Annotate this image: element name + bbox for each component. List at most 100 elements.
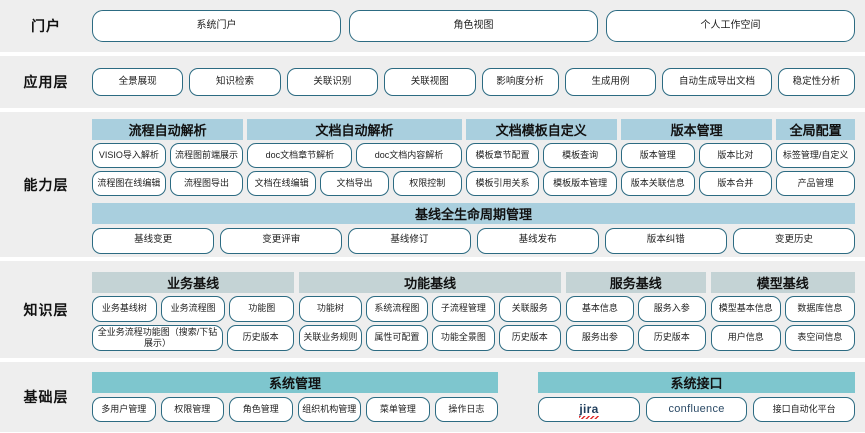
life-change-review[interactable]: 变更评审: [220, 227, 343, 254]
know-function-panorama[interactable]: 功能全景图: [432, 324, 495, 351]
know-service-basic-info[interactable]: 基本信息: [566, 295, 634, 322]
portal-item-system-portal[interactable]: 系统门户: [92, 10, 341, 42]
base-permission-mgmt[interactable]: 权限管理: [160, 397, 225, 422]
cap-template-reference-relation[interactable]: 模板引用关系: [465, 170, 540, 196]
knowledge-group-model-baseline: 模型基线 模型基本信息 数据库信息 用户信息 表空间信息: [710, 271, 855, 351]
cap-template-query[interactable]: 模板查询: [543, 142, 617, 168]
base-api-automation-platform[interactable]: 接口自动化平台: [753, 397, 855, 422]
know-tablespace-info[interactable]: 表空间信息: [784, 324, 855, 351]
foundation-group-items: jira confluence 接口自动化平台: [538, 397, 855, 422]
portal-item-personal-workspace[interactable]: 个人工作空间: [606, 10, 855, 42]
cap-version-management[interactable]: 版本管理: [620, 142, 695, 168]
cap-permission-control[interactable]: 权限控制: [392, 170, 462, 196]
know-history-version-function[interactable]: 历史版本: [498, 324, 562, 351]
capability-group-row: 版本关联信息 版本合并: [620, 170, 773, 196]
know-history-version-service[interactable]: 历史版本: [637, 324, 706, 351]
know-service-input-params[interactable]: 服务入参: [637, 295, 706, 322]
cap-version-relation-info[interactable]: 版本关联信息: [620, 170, 695, 196]
cap-template-chapter-config[interactable]: 模板章节配置: [465, 142, 540, 168]
capability-group-process-parsing: 流程自动解析 VISIO导入解析 流程图前端展示 流程图在线编辑 流程图导出: [92, 118, 244, 196]
know-user-info[interactable]: 用户信息: [710, 324, 781, 351]
cap-flowchart-online-edit[interactable]: 流程图在线编辑: [92, 170, 166, 196]
foundation-group-items: 多用户管理 权限管理 角色管理 组织机构管理 菜单管理 操作日志: [92, 397, 499, 422]
life-change-history[interactable]: 变更历史: [732, 227, 856, 254]
cap-template-version-mgmt[interactable]: 模板版本管理: [543, 170, 617, 196]
cap-doc-chapter-parse[interactable]: doc文档章节解析: [247, 142, 353, 168]
knowledge-group-row: 全业务流程功能图（搜索/下钻展示） 历史版本: [92, 324, 295, 351]
base-org-structure-mgmt[interactable]: 组织机构管理: [297, 397, 362, 422]
knowledge-group-row: 业务基线树 业务流程图 功能图: [92, 295, 295, 322]
base-multi-user-mgmt[interactable]: 多用户管理: [92, 397, 156, 422]
know-attribute-configurable[interactable]: 属性可配置: [365, 324, 429, 351]
base-menu-mgmt[interactable]: 菜单管理: [366, 397, 430, 422]
know-business-flowchart[interactable]: 业务流程图: [160, 295, 226, 322]
know-related-business-rule[interactable]: 关联业务规则: [299, 324, 362, 351]
know-model-basic-info[interactable]: 模型基本信息: [710, 295, 781, 322]
capability-body: 流程自动解析 VISIO导入解析 流程图前端展示 流程图在线编辑 流程图导出 文…: [92, 116, 865, 254]
jira-logo-text: jira: [579, 401, 599, 420]
knowledge-group-function-baseline: 功能基线 功能树 系统流程图 子流程管理 关联服务 关联业务规则 属性可配置 功…: [299, 271, 562, 351]
capability-group-global-config: 全局配置 标签管理/自定义 产品管理: [776, 118, 856, 196]
cap-doc-content-parse[interactable]: doc文档内容解析: [356, 142, 462, 168]
cap-visio-import-parse[interactable]: VISIO导入解析: [92, 142, 166, 168]
knowledge-group-row: 关联业务规则 属性可配置 功能全景图 历史版本: [299, 324, 562, 351]
foundation-group-system-interface: 系统接口 jira confluence 接口自动化平台: [538, 372, 855, 422]
capability-lifecycle-header: 基线全生命周期管理: [92, 202, 855, 224]
knowledge-group-header: 业务基线: [92, 271, 295, 293]
capability-group-document-parsing: 文档自动解析 doc文档章节解析 doc文档内容解析 文档在线编辑 文档导出 权…: [247, 118, 462, 196]
know-business-baseline-tree[interactable]: 业务基线树: [92, 295, 157, 322]
portal-item-role-view[interactable]: 角色视图: [349, 10, 598, 42]
knowledge-group-row: 模型基本信息 数据库信息: [710, 295, 855, 322]
cap-doc-online-edit[interactable]: 文档在线编辑: [247, 170, 317, 196]
cap-doc-export[interactable]: 文档导出: [320, 170, 389, 196]
app-item-relation-view[interactable]: 关联视图: [384, 68, 476, 96]
app-item-stability-analysis[interactable]: 稳定性分析: [777, 68, 856, 96]
capability-group-row: 文档在线编辑 文档导出 权限控制: [247, 170, 462, 196]
know-function-tree[interactable]: 功能树: [299, 295, 362, 322]
capability-group-row: 模板引用关系 模板版本管理: [465, 170, 617, 196]
capability-group-header: 版本管理: [620, 118, 773, 140]
cap-version-merge[interactable]: 版本合并: [698, 170, 773, 196]
knowledge-group-header: 模型基线: [710, 271, 855, 293]
capability-group-version-mgmt: 版本管理 版本管理 版本比对 版本关联信息 版本合并: [620, 118, 773, 196]
app-item-generate-use-case[interactable]: 生成用例: [564, 68, 657, 96]
app-item-impact-analysis[interactable]: 影响度分析: [481, 68, 559, 96]
know-system-flowchart[interactable]: 系统流程图: [365, 295, 429, 322]
know-full-business-process-function-map[interactable]: 全业务流程功能图（搜索/下钻展示）: [92, 324, 224, 351]
know-sub-process-mgmt[interactable]: 子流程管理: [432, 295, 495, 322]
cap-flowchart-export[interactable]: 流程图导出: [169, 170, 244, 196]
app-item-auto-export-doc[interactable]: 自动生成导出文档: [662, 68, 772, 96]
cap-product-management[interactable]: 产品管理: [776, 170, 856, 196]
know-service-output-params[interactable]: 服务出参: [566, 324, 634, 351]
know-history-version-business[interactable]: 历史版本: [227, 324, 295, 351]
base-role-mgmt[interactable]: 角色管理: [229, 397, 293, 422]
life-baseline-release[interactable]: 基线发布: [476, 227, 599, 254]
know-database-info[interactable]: 数据库信息: [784, 295, 855, 322]
know-related-service[interactable]: 关联服务: [498, 295, 562, 322]
cap-flowchart-frontend-display[interactable]: 流程图前端展示: [169, 142, 244, 168]
knowledge-groups: 业务基线 业务基线树 业务流程图 功能图 全业务流程功能图（搜索/下钻展示） 历…: [92, 269, 865, 351]
capability-group-row: 产品管理: [776, 170, 856, 196]
life-version-correction[interactable]: 版本纠错: [604, 227, 727, 254]
foundation-group-system-management: 系统管理 多用户管理 权限管理 角色管理 组织机构管理 菜单管理 操作日志: [92, 372, 499, 422]
knowledge-group-row: 功能树 系统流程图 子流程管理 关联服务: [299, 295, 562, 322]
base-operation-log[interactable]: 操作日志: [434, 397, 499, 422]
layer-row-capability: 能力层 流程自动解析 VISIO导入解析 流程图前端展示 流程图在线编辑 流程图…: [0, 112, 865, 257]
base-jira-integration[interactable]: jira: [538, 397, 640, 422]
know-function-diagram[interactable]: 功能图: [229, 295, 295, 322]
cap-tag-mgmt-custom[interactable]: 标签管理/自定义: [776, 142, 856, 168]
layer-label-foundation: 基础层: [23, 389, 69, 405]
cap-version-compare[interactable]: 版本比对: [698, 142, 773, 168]
app-item-relation-recognition[interactable]: 关联识别: [286, 68, 379, 96]
life-baseline-change[interactable]: 基线变更: [92, 227, 215, 254]
app-item-panorama[interactable]: 全景展现: [92, 68, 184, 96]
capability-group-header: 流程自动解析: [92, 118, 244, 140]
capability-group-header: 文档自动解析: [247, 118, 462, 140]
life-baseline-revision[interactable]: 基线修订: [348, 227, 471, 254]
base-confluence-integration[interactable]: confluence: [645, 397, 748, 422]
foundation-groups: 系统管理 多用户管理 权限管理 角色管理 组织机构管理 菜单管理 操作日志 系统…: [92, 372, 865, 422]
layer-label-knowledge: 知识层: [23, 301, 69, 318]
knowledge-group-header: 功能基线: [299, 271, 561, 293]
app-item-knowledge-search[interactable]: 知识检索: [189, 68, 281, 96]
